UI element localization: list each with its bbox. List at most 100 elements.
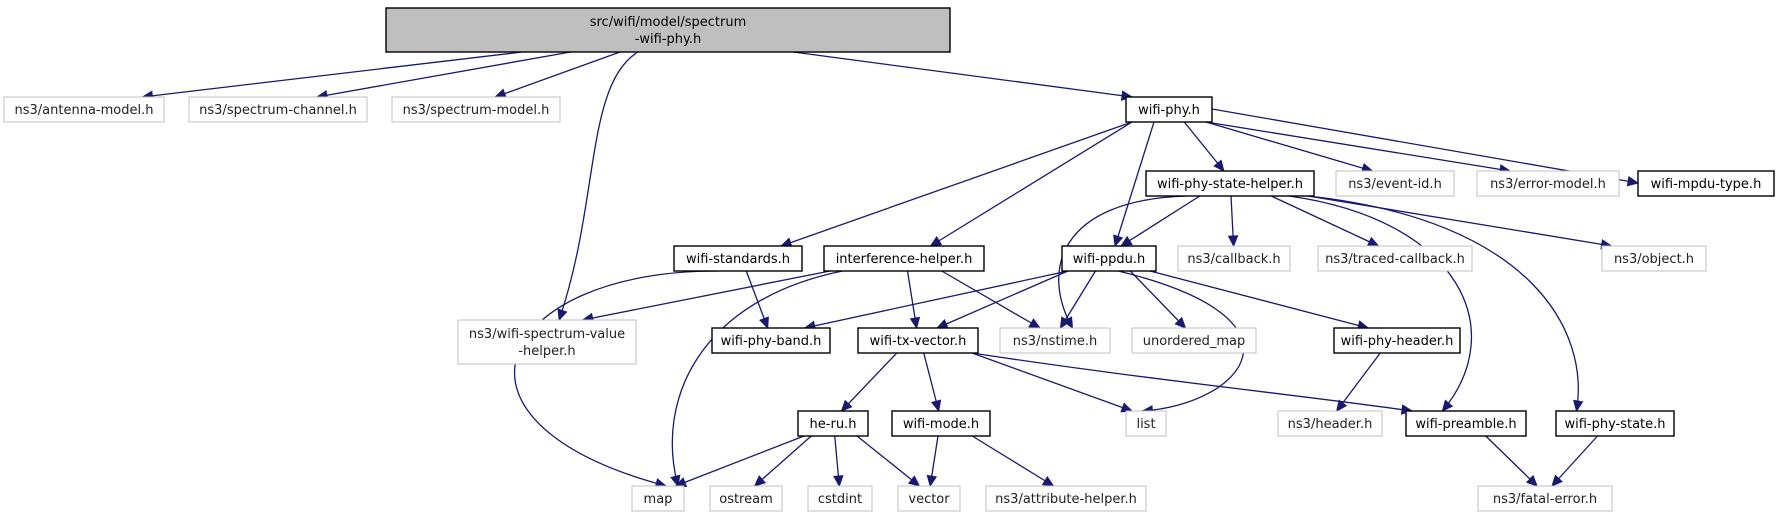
edge-line — [1118, 270, 1244, 412]
node-band[interactable]: wifi-phy-band.h — [711, 327, 831, 354]
node-mode[interactable]: wifi-mode.h — [891, 410, 991, 437]
edge-arrowhead — [929, 236, 943, 247]
edge-arrowhead — [1441, 399, 1454, 412]
edge-arrowhead — [833, 475, 844, 488]
edge-line — [1205, 121, 1511, 172]
node-label: -helper.h — [518, 344, 575, 359]
edge-arrowhead — [935, 318, 949, 329]
node-heru[interactable]: he-ru.h — [797, 410, 869, 437]
node-statehelper[interactable]: wifi-phy-state-helper.h — [1145, 170, 1315, 197]
node-vector: vector — [897, 485, 961, 512]
edge-arrowhead — [1366, 236, 1380, 247]
edge-phystate-to-fatal — [1551, 435, 1598, 487]
edge-line — [1129, 270, 1186, 329]
node-label: ns3/antenna-model.h — [15, 103, 154, 118]
edge-arrowhead — [759, 316, 769, 330]
node-ppdu[interactable]: wifi-ppdu.h — [1061, 245, 1157, 272]
edge-line — [1149, 270, 1369, 329]
edge-wifiphy-to-errmodel — [1205, 121, 1512, 175]
node-label: ostream — [719, 492, 773, 507]
edge-arrowhead — [909, 316, 921, 330]
edge-line — [1058, 195, 1187, 329]
edge-arrowhead — [1041, 476, 1055, 487]
edge-line — [1120, 195, 1201, 247]
edge-line — [1307, 195, 1612, 247]
edge-root-to-specchan — [315, 51, 571, 101]
node-object: ns3/object.h — [1601, 245, 1707, 272]
edge-line — [494, 51, 621, 98]
edge-line — [936, 270, 1069, 329]
node-box — [457, 319, 637, 365]
edge-interf-to-nstime — [941, 270, 1041, 329]
node-label: ns3/object.h — [1614, 252, 1694, 267]
node-label: unordered_map — [1143, 334, 1246, 349]
node-label: wifi-mpdu-type.h — [1651, 177, 1762, 192]
node-nstime: ns3/nstime.h — [999, 327, 1111, 354]
node-box — [1131, 327, 1257, 354]
node-label: ns3/spectrum-channel.h — [199, 103, 357, 118]
node-label: wifi-ppdu.h — [1073, 252, 1146, 267]
node-antenna: ns3/antenna-model.h — [3, 96, 165, 123]
edge-interf-to-txvec — [906, 270, 921, 330]
edge-wifiphy-to-statehelper — [1183, 121, 1225, 172]
edge-mode-to-vector — [926, 435, 939, 488]
edge-interf-to-specval — [581, 270, 831, 324]
edge-wifiphy-to-standards — [779, 121, 1133, 248]
node-label: map — [644, 492, 673, 507]
node-fatal: ns3/fatal-error.h — [1477, 485, 1613, 512]
edge-line — [804, 270, 1069, 329]
node-mpdutype[interactable]: wifi-mpdu-type.h — [1637, 170, 1775, 197]
edge-heru-to-vector — [856, 435, 921, 487]
edge-txvec-to-heru — [840, 352, 898, 412]
edge-line — [754, 435, 812, 487]
edge-line — [971, 352, 1133, 412]
edge-standards-to-band — [745, 270, 769, 330]
edge-wifiphy-to-ppdu — [1113, 121, 1155, 248]
edge-arrowhead — [557, 308, 568, 322]
node-label: ns3/callback.h — [1187, 252, 1280, 267]
node-box — [1637, 170, 1775, 197]
node-box — [1317, 245, 1473, 272]
edge-mode-to-attrhelper — [971, 435, 1055, 487]
node-phyheader[interactable]: wifi-phy-header.h — [1333, 327, 1461, 354]
edge-line — [1183, 121, 1225, 172]
node-eventid: ns3/event-id.h — [1335, 170, 1455, 197]
node-root[interactable]: src/wifi/model/spectrum-wifi-phy.h — [385, 7, 951, 53]
edge-root-to-specmodel — [494, 51, 621, 99]
edge-line — [1205, 121, 1373, 172]
node-label: wifi-phy.h — [1138, 103, 1200, 118]
node-specmodel: ns3/spectrum-model.h — [391, 96, 561, 123]
edge-arrowhead — [753, 475, 767, 487]
node-preamble[interactable]: wifi-preamble.h — [1405, 410, 1527, 437]
edge-heru-to-map — [674, 435, 805, 488]
edge-statehelper-to-phystate — [1307, 195, 1584, 413]
node-wifiphy[interactable]: wifi-phy.h — [1125, 96, 1213, 123]
edge-preamble-to-fatal — [1485, 435, 1538, 487]
edge-root-to-antenna — [141, 51, 523, 102]
node-cstdint: cstdint — [807, 485, 873, 512]
node-list: list — [1125, 410, 1167, 437]
node-label: ns3/event-id.h — [1348, 177, 1442, 192]
node-label: interference-helper.h — [836, 252, 973, 267]
node-errmodel: ns3/error-model.h — [1476, 170, 1620, 197]
node-map: map — [631, 485, 685, 512]
edges-layer — [141, 51, 1640, 489]
edge-line — [671, 270, 843, 487]
node-txvec[interactable]: wifi-tx-vector.h — [857, 327, 979, 354]
edge-ppdu-to-nstime — [1059, 270, 1097, 330]
node-label: ns3/wifi-spectrum-value — [469, 327, 625, 342]
edge-arrowhead — [1213, 159, 1225, 172]
edge-line — [1336, 352, 1381, 412]
node-phystate[interactable]: wifi-phy-state.h — [1555, 410, 1675, 437]
node-box — [1333, 327, 1461, 354]
node-box — [1405, 410, 1527, 437]
node-attrhelper: ns3/attribute-helper.h — [985, 485, 1147, 512]
edge-root-to-wifiphy — [793, 51, 1134, 101]
node-standards[interactable]: wifi-standards.h — [673, 245, 803, 272]
node-header: ns3/header.h — [1277, 410, 1383, 437]
node-label: wifi-phy-state-helper.h — [1157, 177, 1303, 192]
node-box — [673, 245, 803, 272]
node-interf[interactable]: interference-helper.h — [823, 245, 985, 272]
node-label: ns3/nstime.h — [1013, 334, 1097, 349]
edge-arrowhead — [1113, 234, 1124, 248]
